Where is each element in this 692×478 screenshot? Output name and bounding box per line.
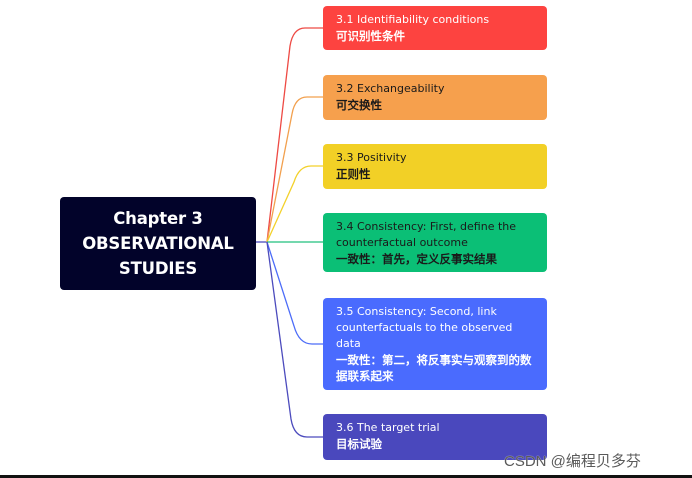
topic-3-1-identifiability[interactable]: 3.1 Identifiability conditions 可识别性条件 [323,6,547,50]
topic-3-2-subtitle: 可交换性 [336,98,382,112]
topic-3-3-subtitle: 正则性 [336,167,371,181]
connector-3-6 [266,241,323,438]
csdn-watermark: CSDN @编程贝多芬 [504,453,641,470]
bottom-divider [0,475,692,478]
topic-3-6-title: 3.6 The target trial [336,421,440,434]
topic-3-2-exchangeability[interactable]: 3.2 Exchangeability 可交换性 [323,75,547,120]
connector-3-2 [266,96,323,243]
topic-3-5-subtitle: 一致性：第二，将反事实与观察到的数据联系起来 [336,353,532,383]
topic-3-4-subtitle: 一致性：首先，定义反事实结果 [336,252,497,266]
connector-3-5 [266,241,323,345]
topic-3-1-title: 3.1 Identifiability conditions [336,13,490,26]
topic-3-2-title: 3.2 Exchangeability [336,82,445,95]
connector-3-3 [266,165,323,243]
topic-3-4-title: 3.4 Consistency: First, define the count… [336,220,517,249]
root-topic-chapter-3[interactable]: Chapter 3 OBSERVATIONAL STUDIES [60,197,256,290]
root-title-line-3: STUDIES [118,259,198,278]
topic-3-6-subtitle: 目标试验 [336,437,382,451]
topic-3-6-target-trial[interactable]: 3.6 The target trial 目标试验 [323,414,547,460]
topic-3-1-subtitle: 可识别性条件 [336,29,405,43]
topic-3-3-title: 3.3 Positivity [336,151,407,164]
topic-3-3-positivity[interactable]: 3.3 Positivity 正则性 [323,144,547,189]
root-title-line-2: OBSERVATIONAL [82,234,234,253]
connector-3-1 [266,27,323,243]
topic-3-4-consistency-first[interactable]: 3.4 Consistency: First, define the count… [323,213,547,272]
root-title-line-1: Chapter 3 [113,209,203,228]
topic-3-5-consistency-second[interactable]: 3.5 Consistency: Second, link counterfac… [323,298,547,390]
topic-3-5-title: 3.5 Consistency: Second, link counterfac… [336,305,513,350]
